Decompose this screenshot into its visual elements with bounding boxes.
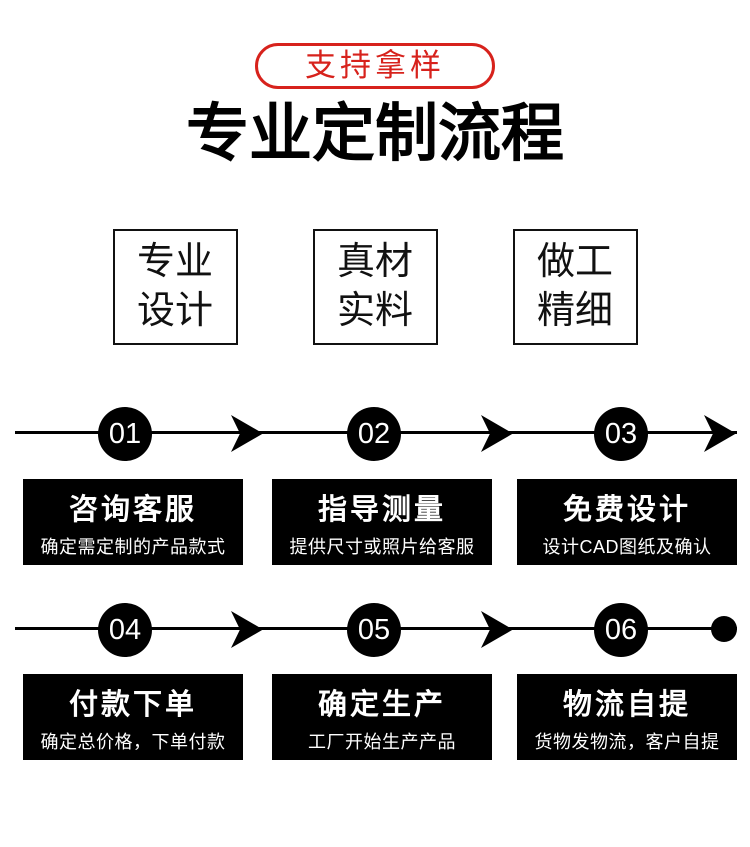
step-number: 04 <box>108 613 142 646</box>
feature-box-materials: 真材 实料 <box>312 229 438 345</box>
arrow-right-icon <box>704 415 736 452</box>
flow-row-2: 04 05 06 <box>0 602 750 658</box>
step-title: 确定生产 <box>317 688 446 721</box>
end-dot-icon <box>711 616 737 642</box>
badge-row: 支持拿样 <box>0 0 750 89</box>
feature-label-line: 真材 <box>336 241 413 283</box>
arrow-right-icon <box>231 611 263 648</box>
step-description: 确定需定制的产品款式 <box>40 536 226 557</box>
arrow-right-icon <box>231 415 263 452</box>
step-number-badge: 01 <box>98 407 152 461</box>
step-description: 设计CAD图纸及确认 <box>542 536 712 557</box>
step-number: 01 <box>108 417 142 450</box>
feature-label-line: 精细 <box>536 290 613 332</box>
step-title: 咨询客服 <box>68 493 197 526</box>
steps-row-2: 付款下单 确定总价格，下单付款 确定生产 工厂开始生产产品 物流自提 货物发物流… <box>0 674 750 760</box>
step-number-badge: 02 <box>347 407 401 461</box>
feature-boxes: 专业 设计 真材 实料 做工 精细 <box>0 229 750 345</box>
feature-label-line: 做工 <box>536 241 613 283</box>
step-box-logistics: 物流自提 货物发物流，客户自提 <box>517 674 737 760</box>
step-description: 确定总价格，下单付款 <box>40 731 226 752</box>
page-title: 专业定制流程 <box>186 99 564 169</box>
step-title: 免费设计 <box>562 493 691 526</box>
step-number: 05 <box>357 613 391 646</box>
step-title: 指导测量 <box>317 493 446 526</box>
step-number-badge: 05 <box>347 603 401 657</box>
arrow-right-icon <box>481 611 513 648</box>
feature-label-line: 设计 <box>136 290 213 332</box>
step-box-payment: 付款下单 确定总价格，下单付款 <box>23 674 243 760</box>
step-title: 付款下单 <box>68 688 197 721</box>
flow-row-1: 01 02 03 <box>0 406 750 462</box>
feature-label-line: 专业 <box>136 241 213 283</box>
feature-box-design: 专业 设计 <box>112 229 238 345</box>
step-box-consult: 咨询客服 确定需定制的产品款式 <box>23 479 243 565</box>
arrow-right-icon <box>481 415 513 452</box>
sample-support-badge: 支持拿样 <box>255 43 495 89</box>
steps-row-1: 咨询客服 确定需定制的产品款式 指导测量 提供尺寸或照片给客服 免费设计 设计C… <box>0 479 750 565</box>
step-number: 02 <box>357 417 391 450</box>
step-title: 物流自提 <box>562 688 691 721</box>
step-number: 03 <box>604 417 638 450</box>
step-number-badge: 04 <box>98 603 152 657</box>
step-box-production: 确定生产 工厂开始生产产品 <box>272 674 492 760</box>
step-description: 货物发物流，客户自提 <box>534 731 720 752</box>
step-number: 06 <box>604 613 638 646</box>
feature-box-workmanship: 做工 精细 <box>512 229 638 345</box>
step-description: 工厂开始生产产品 <box>308 731 456 752</box>
feature-label-line: 实料 <box>336 290 413 332</box>
step-number-badge: 06 <box>594 603 648 657</box>
step-number-badge: 03 <box>594 407 648 461</box>
step-box-free-design: 免费设计 设计CAD图纸及确认 <box>517 479 737 565</box>
step-box-measure: 指导测量 提供尺寸或照片给客服 <box>272 479 492 565</box>
step-description: 提供尺寸或照片给客服 <box>289 536 475 557</box>
